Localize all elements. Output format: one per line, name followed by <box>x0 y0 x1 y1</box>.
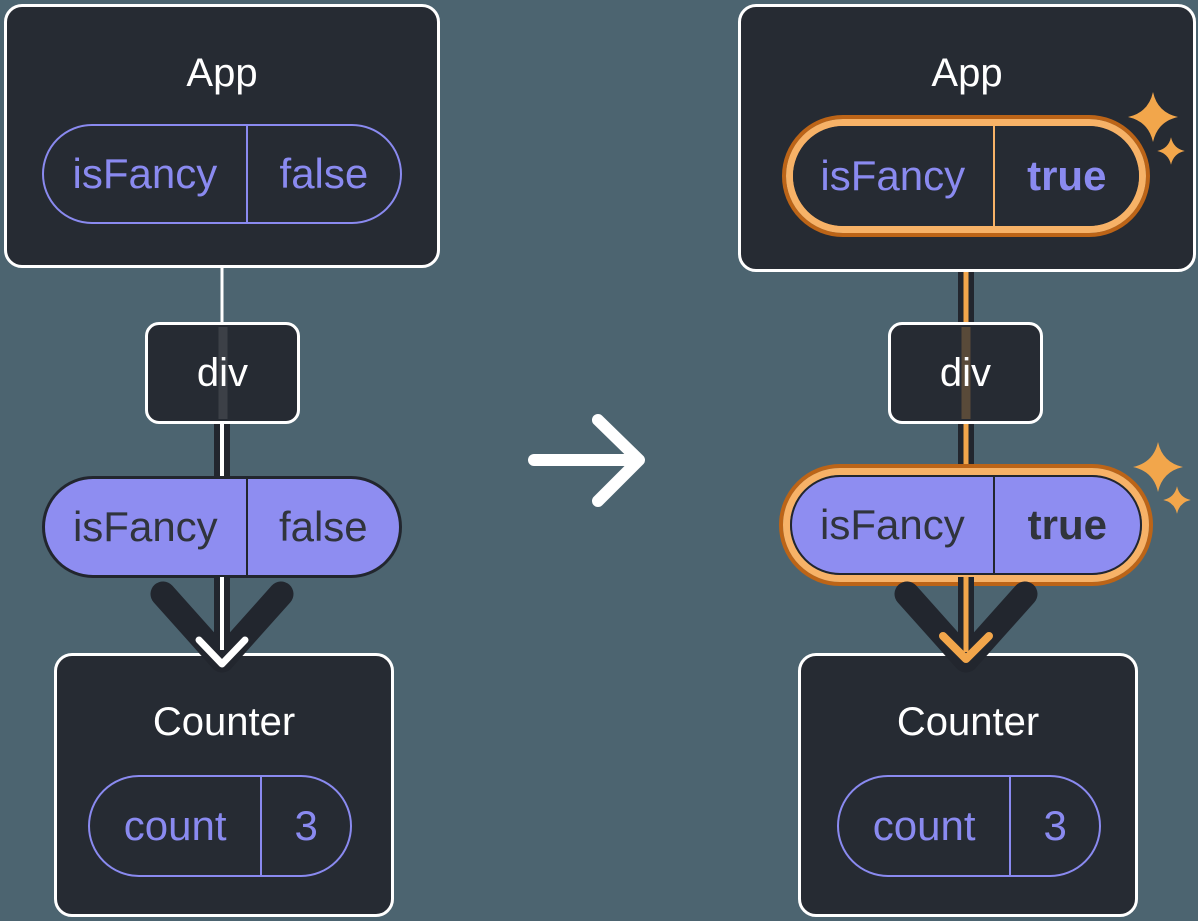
left-div-label: div <box>196 350 249 395</box>
state-value-cell: 3 <box>1011 777 1099 875</box>
state-name-cell: count <box>839 777 1012 875</box>
prop-value-cell: false <box>248 479 399 575</box>
highlight-ring: isFancy true <box>786 119 1146 233</box>
state-value: 3 <box>294 802 318 849</box>
left-passed-prop-pill: isFancy false <box>42 476 402 578</box>
highlight-ring: isFancy true <box>783 468 1149 582</box>
right-div-line-strip <box>961 327 970 419</box>
prop-value: true <box>1027 152 1107 199</box>
prop-name-cell: isFancy <box>792 477 995 573</box>
right-counter-state-pill: count 3 <box>837 775 1101 877</box>
right-div-node: div <box>888 322 1043 424</box>
prop-value: false <box>278 503 368 550</box>
prop-name-cell: isFancy <box>45 479 248 575</box>
prop-value: true <box>1027 501 1108 548</box>
prop-name: isFancy <box>819 501 965 548</box>
left-arrow-down-icon <box>150 577 294 673</box>
left-counter-title: Counter <box>152 700 296 744</box>
prop-name: isFancy <box>820 152 966 199</box>
prop-name: isFancy <box>72 503 218 550</box>
state-name: count <box>123 802 227 849</box>
left-app-title: App <box>186 51 258 95</box>
left-app-prop-pill: isFancy false <box>42 124 402 224</box>
state-value: 3 <box>1043 802 1067 849</box>
prop-value-cell: true <box>995 477 1140 573</box>
prop-name: isFancy <box>72 150 218 197</box>
prop-value: false <box>279 150 369 197</box>
left-counter-state-pill: count 3 <box>88 775 352 877</box>
state-name: count <box>872 802 976 849</box>
left-div-line-strip <box>218 327 227 419</box>
state-name-cell: count <box>90 777 263 875</box>
right-passed-prop-pill-highlighted: isFancy true <box>779 464 1153 586</box>
left-div-node: div <box>145 322 300 424</box>
prop-value-cell: false <box>248 126 400 222</box>
prop-value-cell: true <box>995 126 1139 226</box>
right-app-title: App <box>931 51 1003 95</box>
state-value-cell: 3 <box>262 777 350 875</box>
right-arrow-down-icon <box>894 577 1038 673</box>
right-counter-title: Counter <box>896 700 1040 744</box>
prop-name-cell: isFancy <box>44 126 248 222</box>
prop-name-cell: isFancy <box>793 126 995 226</box>
right-app-prop-pill-highlighted: isFancy true <box>782 115 1150 237</box>
right-div-label: div <box>939 350 992 395</box>
arrow-right-icon <box>528 414 645 507</box>
